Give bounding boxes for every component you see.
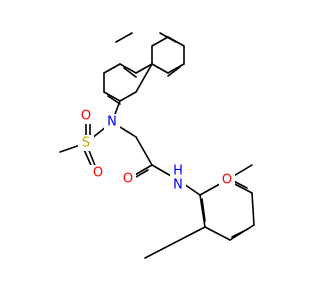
atom-n-sulfonamide: N — [104, 114, 120, 130]
double-bond-7 — [231, 228, 249, 238]
bond-33 — [199, 194, 206, 228]
bond-32 — [204, 226, 231, 241]
bond-35 — [144, 226, 206, 259]
atom-o-sulfonyl-top: O — [78, 108, 94, 124]
atom-s-sulfonyl-label: S — [82, 136, 90, 151]
atom-o-sulfonyl-bottom: O — [90, 165, 106, 181]
double-bond-0 — [159, 32, 177, 43]
atom-n-amide-label: N — [173, 178, 183, 193]
atom-o-sulfonyl-top-label: O — [81, 109, 91, 124]
atom-h-amide-label: H — [173, 164, 183, 179]
atom-n-amide: H N — [170, 164, 186, 194]
bond-24 — [135, 136, 153, 166]
atom-o-methoxy-label: O — [222, 173, 232, 188]
chemical-structure-diagram: N S O O O H N O — [59, 32, 255, 259]
atom-o-sulfonyl-bottom-label: O — [93, 166, 103, 181]
bond-10 — [103, 63, 121, 74]
bond-5 — [151, 36, 169, 47]
bond-8 — [103, 91, 121, 102]
atom-o-methoxy: O — [219, 172, 235, 188]
bond-6 — [135, 63, 153, 93]
bond-12 — [135, 63, 153, 74]
bond-3 — [151, 63, 169, 74]
atom-s-sulfonyl: S — [78, 135, 94, 151]
double-bond-2 — [115, 32, 133, 43]
double-bond-8 — [201, 198, 206, 222]
bond-11 — [119, 63, 137, 74]
double-bond-1 — [167, 66, 181, 77]
double-bond-3 — [107, 95, 121, 105]
atom-o-carbonyl: O — [120, 171, 136, 187]
atom-n-sulfonamide-label: N — [107, 115, 117, 130]
bond-30 — [251, 192, 255, 226]
bond-2 — [167, 63, 185, 74]
double-bond-4 — [123, 67, 137, 78]
atom-o-carbonyl-label: O — [123, 172, 133, 187]
atom-labels: N S O O O H N O — [78, 108, 235, 194]
bond-7 — [119, 91, 137, 102]
